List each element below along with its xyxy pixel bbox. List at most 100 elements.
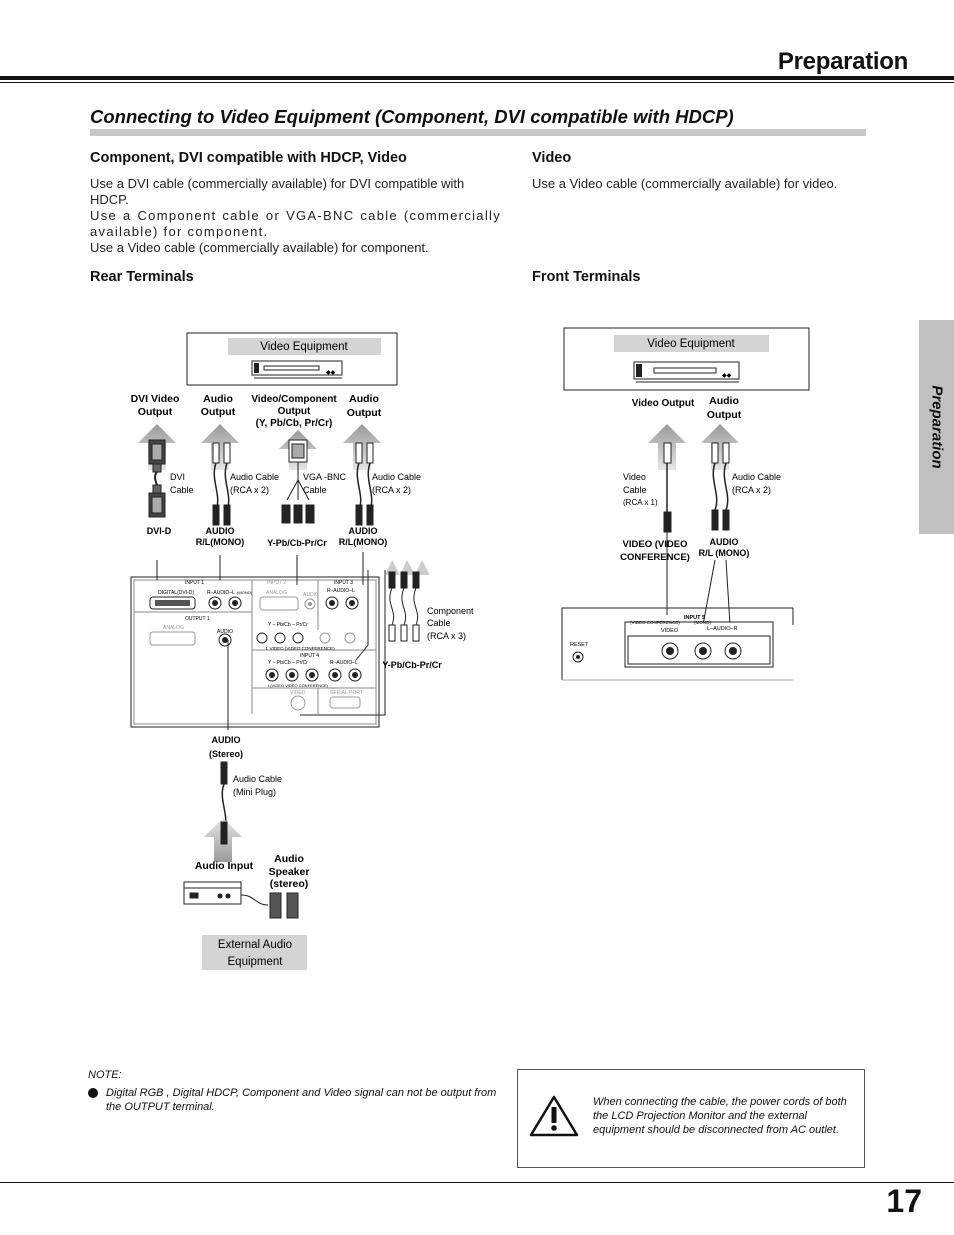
note-label: NOTE: [88, 1069, 122, 1081]
component-output-label-2: Output [278, 406, 311, 417]
left-para-1: Use a DVI cable (commercially available)… [90, 176, 465, 207]
audio-rl-mono-b-label-1: AUDIO [349, 526, 378, 536]
panel-input4-label: INPUT 4 [300, 653, 319, 659]
front-panel-input5-label: INPUT 5 [684, 615, 705, 621]
component-output-label-1: Video/Component [251, 394, 337, 405]
warning-text: When connecting the cable, the power cor… [593, 1096, 847, 1136]
audio-speaker-label-3: (stereo) [270, 878, 309, 890]
dvi-cable-label-1: DVI [170, 472, 185, 482]
front-video-conf-label-1: VIDEO (VIDEO [623, 539, 688, 550]
audio-rl-mono-b-label-2: R/L(MONO) [339, 537, 388, 547]
dvi-video-output-label-2: Output [138, 406, 173, 418]
front-panel-audio-label: L–AUDIO–R [707, 626, 738, 632]
external-audio-label-2: Equipment [228, 956, 284, 968]
vga-bnc-label-1: VGA -BNC [303, 472, 347, 482]
front-video-cable-label-2: Cable [623, 485, 647, 495]
panel-output1-label: OUTPUT 1 [185, 616, 210, 622]
audio-output-a-label-1: Audio [203, 393, 233, 405]
panel-video-label: VIDEO [290, 690, 306, 696]
panel-audio-label-b: AUDIO [217, 629, 233, 635]
dvi-d-label: DVI-D [147, 526, 172, 536]
right-para-1: Use a Video cable (commercially availabl… [532, 176, 838, 191]
front-video-cable [663, 442, 672, 615]
audio-cable-b-label-1: Audio Cable [372, 472, 421, 482]
audio-cable-b [355, 442, 374, 526]
dvi-cable-label-2: Cable [170, 485, 194, 495]
audio-rl-mono-a-label-1: AUDIO [206, 526, 235, 536]
external-audio-devices [183, 881, 299, 919]
dvi-cable [148, 439, 166, 518]
header-rule-thin [0, 82, 954, 83]
ypbcbprcr-b-label: Y-Pb/Cb-Pr/Cr [382, 660, 442, 670]
component-cable-label-3: (RCA x 3) [427, 631, 466, 641]
external-audio-box [202, 935, 307, 970]
external-audio-label-1: External Audio [218, 939, 292, 951]
svg-text:◆◆: ◆◆ [326, 370, 336, 376]
audio-cable-mini-label-1: Audio Cable [233, 774, 282, 784]
front-audio-rl-label-1: AUDIO [710, 537, 739, 547]
mini-plug-end [220, 821, 228, 845]
rear-connection-lines [156, 552, 386, 730]
component-output-label-3: (Y, Pb/Cb, Pr/Cr) [256, 418, 333, 429]
front-audio-output-label-2: Output [707, 409, 742, 421]
panel-analog-label-a: ANALOG [266, 590, 287, 596]
panel-input2-label: INPUT 2 [267, 580, 286, 586]
side-tab: Preparation [919, 320, 954, 534]
front-panel-mono-label: (MONO) [694, 620, 711, 625]
footer-rule [0, 1182, 954, 1183]
note-bullet-icon [88, 1088, 98, 1098]
page-number: 17 [886, 1183, 922, 1219]
front-video-equipment-label: Video Equipment [647, 338, 735, 350]
front-video-output-label: Video Output [632, 398, 695, 409]
audio-stereo-label-1: AUDIO [212, 735, 241, 745]
ypbcbprcr-a-label: Y-Pb/Cb-Pr/Cr [267, 538, 327, 548]
right-heading: Video [532, 150, 572, 166]
left-heading: Component, DVI compatible with HDCP, Vid… [90, 150, 407, 166]
rear-terminals-heading: Rear Terminals [90, 269, 194, 285]
section-title: Connecting to Video Equipment (Component… [90, 106, 734, 127]
front-terminals-heading: Front Terminals [532, 269, 641, 285]
front-audio-rl-label-2: R/L (MONO) [699, 548, 750, 558]
panel-l-video-label-2: L(VIDEO VIDEO CONFERENCE) [268, 683, 329, 688]
audio-cable-b-label-2: (RCA x 2) [372, 485, 411, 495]
audio-cable-a-label-1: Audio Cable [230, 472, 279, 482]
front-video-cable-label-3: (RCA x 1) [623, 498, 658, 507]
panel-digital-label: DIGITAL(DVI-D) [158, 590, 194, 596]
rear-video-equipment-box: Video Equipment ◆◆ [186, 332, 398, 386]
audio-rl-mono-a-label-2: R/L(MONO) [196, 537, 245, 547]
front-audio-output-label-1: Audio [709, 395, 739, 407]
front-audio-cable [702, 442, 731, 626]
component-cable-label-2: Cable [427, 618, 451, 628]
audio-cable-a [212, 442, 231, 526]
panel-audio-label-a: AUDIO [303, 592, 319, 598]
audio-output-b-label-1: Audio [349, 393, 379, 405]
front-audio-cable-label-1: Audio Cable [732, 472, 781, 482]
component-cable [385, 560, 430, 642]
warning-box [517, 1069, 865, 1168]
rear-video-equipment-label: Video Equipment [260, 341, 348, 353]
panel-input1-label: INPUT 1 [185, 580, 204, 586]
panel-mono-label: (MONO) [237, 590, 253, 595]
warning-icon [529, 1095, 579, 1137]
audio-speaker-label-1: Audio [274, 853, 304, 865]
left-para-2: Use a Component cable or VGA-BNC cable (… [90, 208, 501, 239]
front-video-cable-label-1: Video [623, 472, 646, 482]
audio-cable-a-label-2: (RCA x 2) [230, 485, 269, 495]
front-panel-video-label: VIDEO [661, 628, 679, 634]
note-text: Digital RGB , Digital HDCP, Component an… [106, 1087, 497, 1113]
panel-serial-label: SERIAL PORT [330, 690, 363, 696]
audio-output-b-label-2: Output [347, 407, 382, 419]
audio-stereo-label-2: (Stereo) [209, 749, 243, 759]
front-audio-cable-label-2: (RCA x 2) [732, 485, 771, 495]
front-panel-reset-label: RESET [570, 642, 589, 648]
dvi-video-output-label-1: DVI Video [131, 393, 180, 405]
audio-speaker-label-2: Speaker [269, 866, 310, 878]
left-paragraphs: Use a DVI cable (commercially available)… [90, 176, 501, 256]
component-cable-label-1: Component [427, 606, 474, 616]
panel-r-audio-l-label-b: R–AUDIO–L [327, 588, 355, 594]
panel-r-audio-l-label-c: R–AUDIO–L [330, 660, 358, 666]
front-video-conf-label-2: CONFERENCE) [620, 552, 690, 563]
front-video-equipment-box: Video Equipment ◆◆ [563, 327, 810, 391]
front-terminal-panel: INPUT 5 (VIDEO CONFERENCE) (MONO) VIDEO … [561, 607, 794, 681]
